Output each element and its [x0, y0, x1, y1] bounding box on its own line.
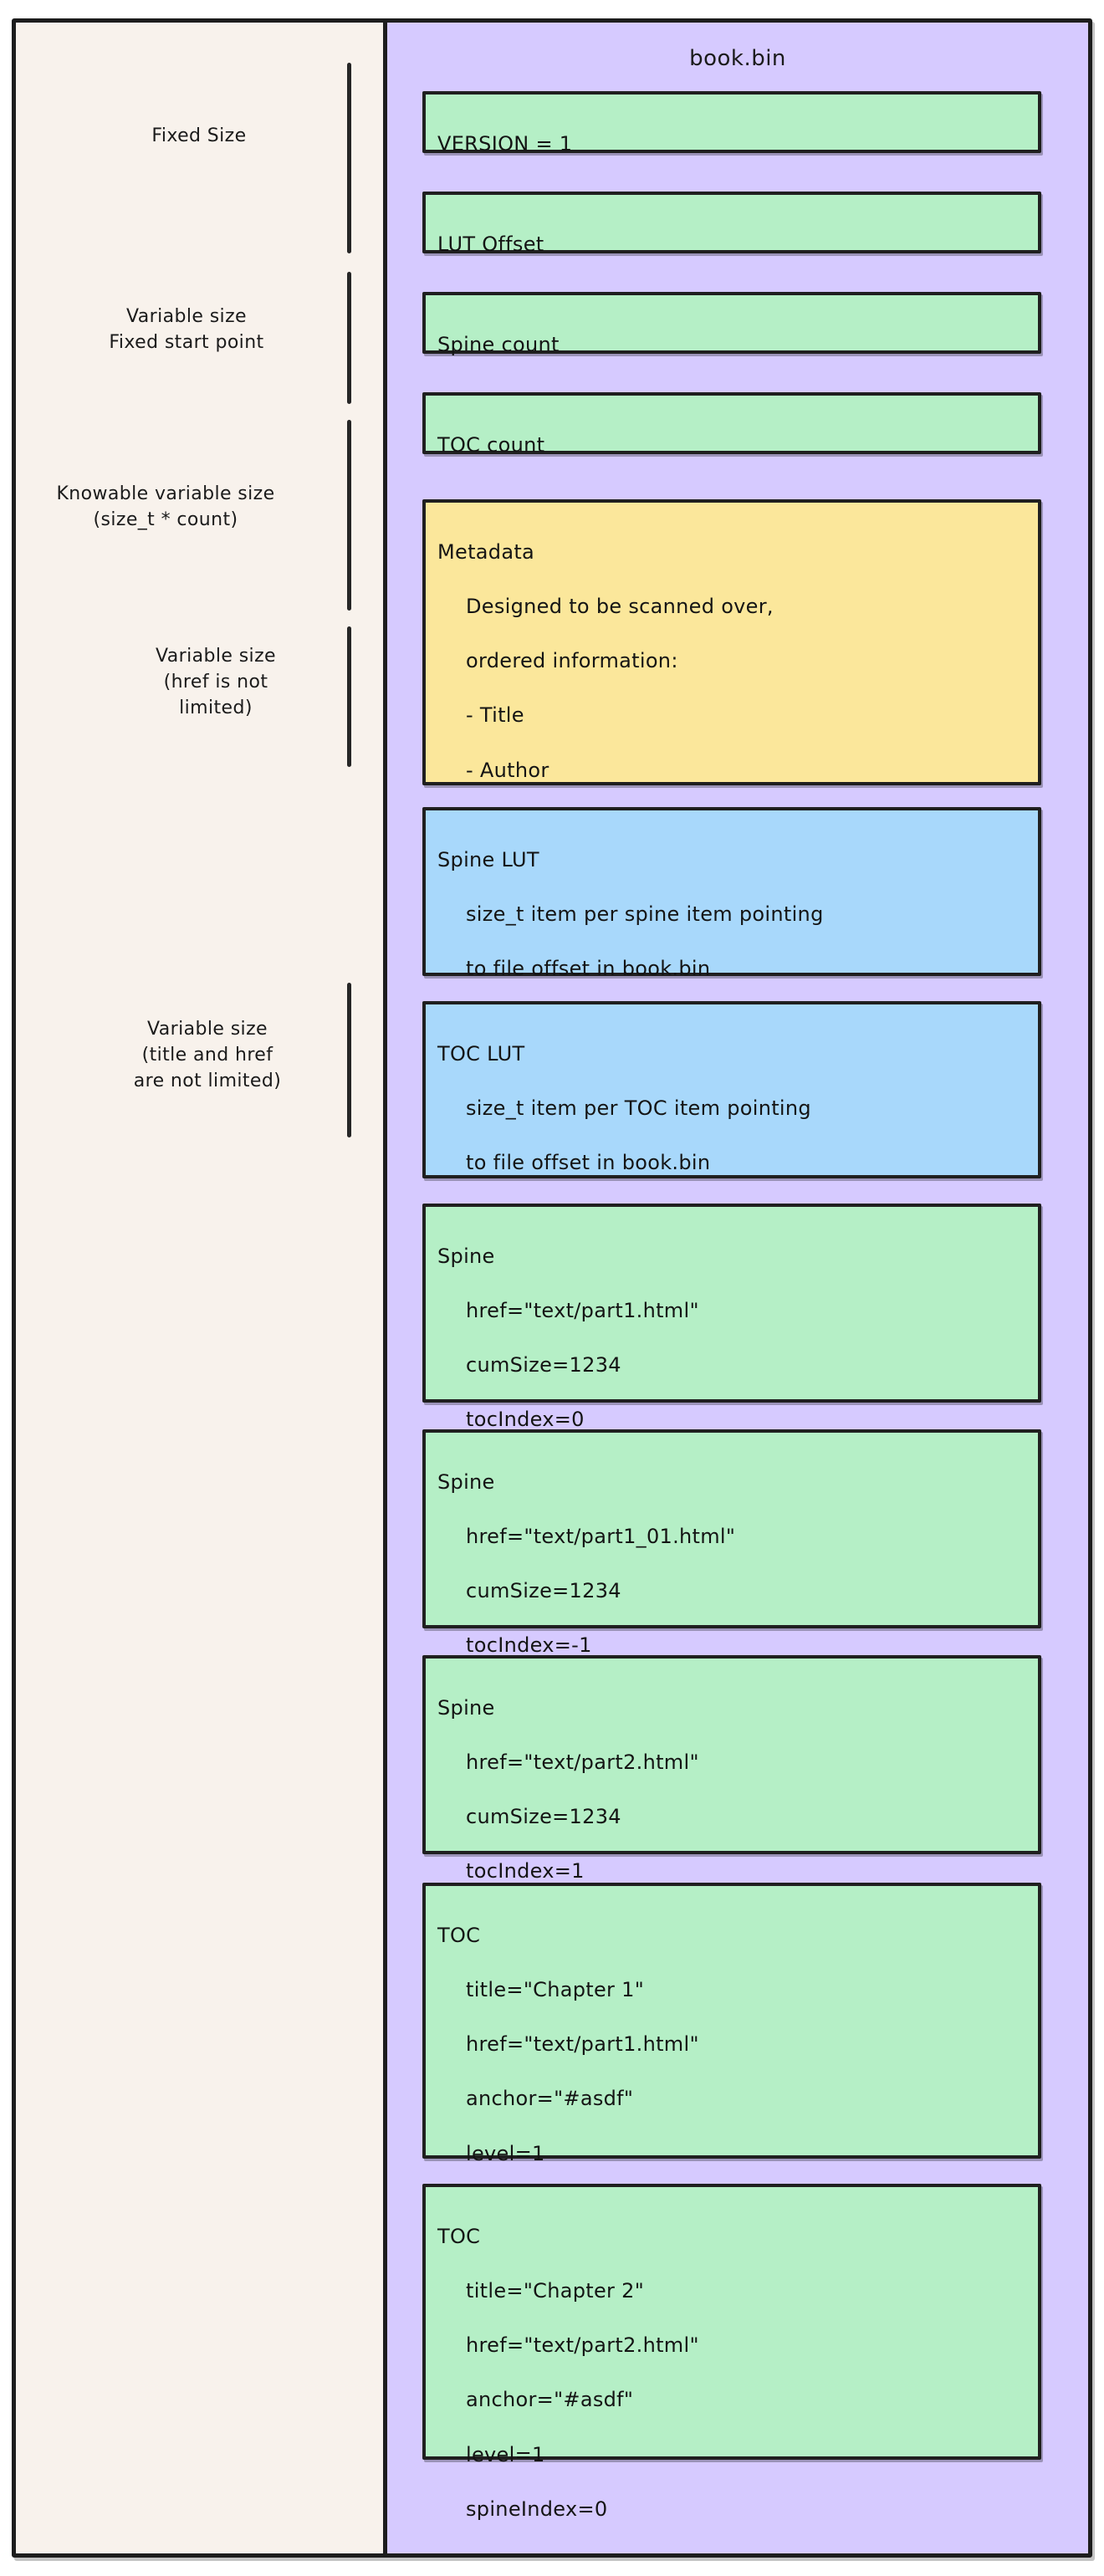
bracket-variable-fixed-start [347, 272, 351, 404]
bracket-variable-size-title [347, 983, 351, 1137]
block-spine-1-tocindex: tocIndex=0 [466, 1408, 585, 1432]
block-toc-2-level: level=1 [466, 2442, 545, 2466]
block-spine-2: Spine href="text/part1_01.html" cumSize=… [422, 1429, 1041, 1657]
block-spine-count: Spine count [422, 292, 1041, 356]
block-spine-lut-header: Spine LUT [437, 847, 539, 871]
block-metadata-line-1: ordered information: [466, 649, 678, 673]
block-spine-2-href: href="text/part1_01.html" [466, 1524, 736, 1548]
book-bin-container: book.bin VERSION = 1 LUT Offset Spine co… [387, 23, 1088, 2553]
block-spine-2-header: Spine [437, 1469, 495, 1494]
block-toc-lut: TOC LUT size_t item per TOC item pointin… [422, 1001, 1041, 1178]
block-metadata: Metadata Designed to be scanned over, or… [422, 499, 1041, 836]
block-lut-offset-header: LUT Offset [437, 232, 544, 256]
block-toc-2-anchor: anchor="#asdf" [466, 2388, 634, 2412]
label-variable-fixed-start: Variable size Fixed start point [109, 306, 264, 354]
block-metadata-line-0: Designed to be scanned over, [466, 594, 774, 618]
block-toc-2: TOC title="Chapter 2" href="text/part2.h… [422, 2184, 1041, 2521]
page-title: book.bin [689, 46, 786, 71]
block-spine-3-tocindex: tocIndex=1 [466, 1859, 585, 1883]
block-toc-2-spineindex: spineIndex=0 [466, 2497, 608, 2521]
block-toc-lut-header: TOC LUT [437, 1041, 525, 1066]
block-toc-1-header: TOC [437, 1923, 481, 1947]
label-knowable-variable-size: Knowable variable size (size_t * count) [56, 483, 275, 531]
block-toc-1-level: level=1 [466, 2141, 545, 2165]
block-spine-lut-line-0: size_t item per spine item pointing [466, 902, 824, 926]
label-variable-size-title-href: Variable size (title and href are not li… [133, 1019, 282, 1092]
block-metadata-header: Metadata [437, 539, 535, 564]
block-spine-3-cumsize: cumSize=1234 [466, 1805, 621, 1829]
bracket-knowable-variable-size [347, 420, 351, 611]
block-spine-1-href: href="text/part1.html" [466, 1298, 699, 1322]
block-version: VERSION = 1 [422, 91, 1041, 156]
block-toc-lut-line-1: to file offset in book.bin [466, 1151, 711, 1175]
block-toc-1-title: title="Chapter 1" [466, 1977, 645, 2001]
block-toc-2-title: title="Chapter 2" [466, 2278, 645, 2303]
block-spine-2-cumsize: cumSize=1234 [466, 1579, 621, 1603]
annotation-column: Fixed Size Variable size Fixed start poi… [16, 23, 387, 2553]
block-toc-2-header: TOC [437, 2224, 481, 2248]
label-fixed-size: Fixed Size [151, 125, 247, 146]
block-toc-1-anchor: anchor="#asdf" [466, 2087, 634, 2111]
block-spine-count-header: Spine count [437, 332, 560, 356]
block-spine-2-tocindex: tocIndex=-1 [466, 1633, 592, 1658]
block-toc-count: TOC count [422, 392, 1041, 457]
block-spine-3-header: Spine [437, 1695, 495, 1720]
block-metadata-line-2: - Title [466, 703, 524, 728]
block-spine-3-href: href="text/part2.html" [466, 1750, 699, 1774]
bracket-variable-size-href [347, 626, 351, 767]
block-version-header: VERSION = 1 [437, 131, 573, 156]
label-variable-size-href: Variable size (href is not limited) [156, 646, 276, 719]
block-toc-1: TOC title="Chapter 1" href="text/part1.h… [422, 1883, 1041, 2220]
block-spine-lut: Spine LUT size_t item per spine item poi… [422, 807, 1041, 980]
block-spine-1-header: Spine [437, 1244, 495, 1268]
block-toc-count-header: TOC count [437, 432, 545, 457]
block-toc-1-href: href="text/part1.html" [466, 2032, 699, 2057]
block-toc-2-href: href="text/part2.html" [466, 2333, 699, 2358]
block-spine-3: Spine href="text/part2.html" cumSize=123… [422, 1655, 1041, 1883]
block-lut-offset: LUT Offset [422, 192, 1041, 256]
block-metadata-line-3: - Author [466, 758, 549, 782]
bracket-fixed-size [347, 63, 351, 253]
block-toc-lut-line-0: size_t item per TOC item pointing [466, 1096, 811, 1120]
block-spine-1-cumsize: cumSize=1234 [466, 1353, 621, 1377]
diagram-frame: Fixed Size Variable size Fixed start poi… [12, 18, 1092, 2558]
block-spine-lut-line-1: to file offset in book.bin [466, 957, 711, 981]
block-spine-1: Spine href="text/part1.html" cumSize=123… [422, 1204, 1041, 1431]
